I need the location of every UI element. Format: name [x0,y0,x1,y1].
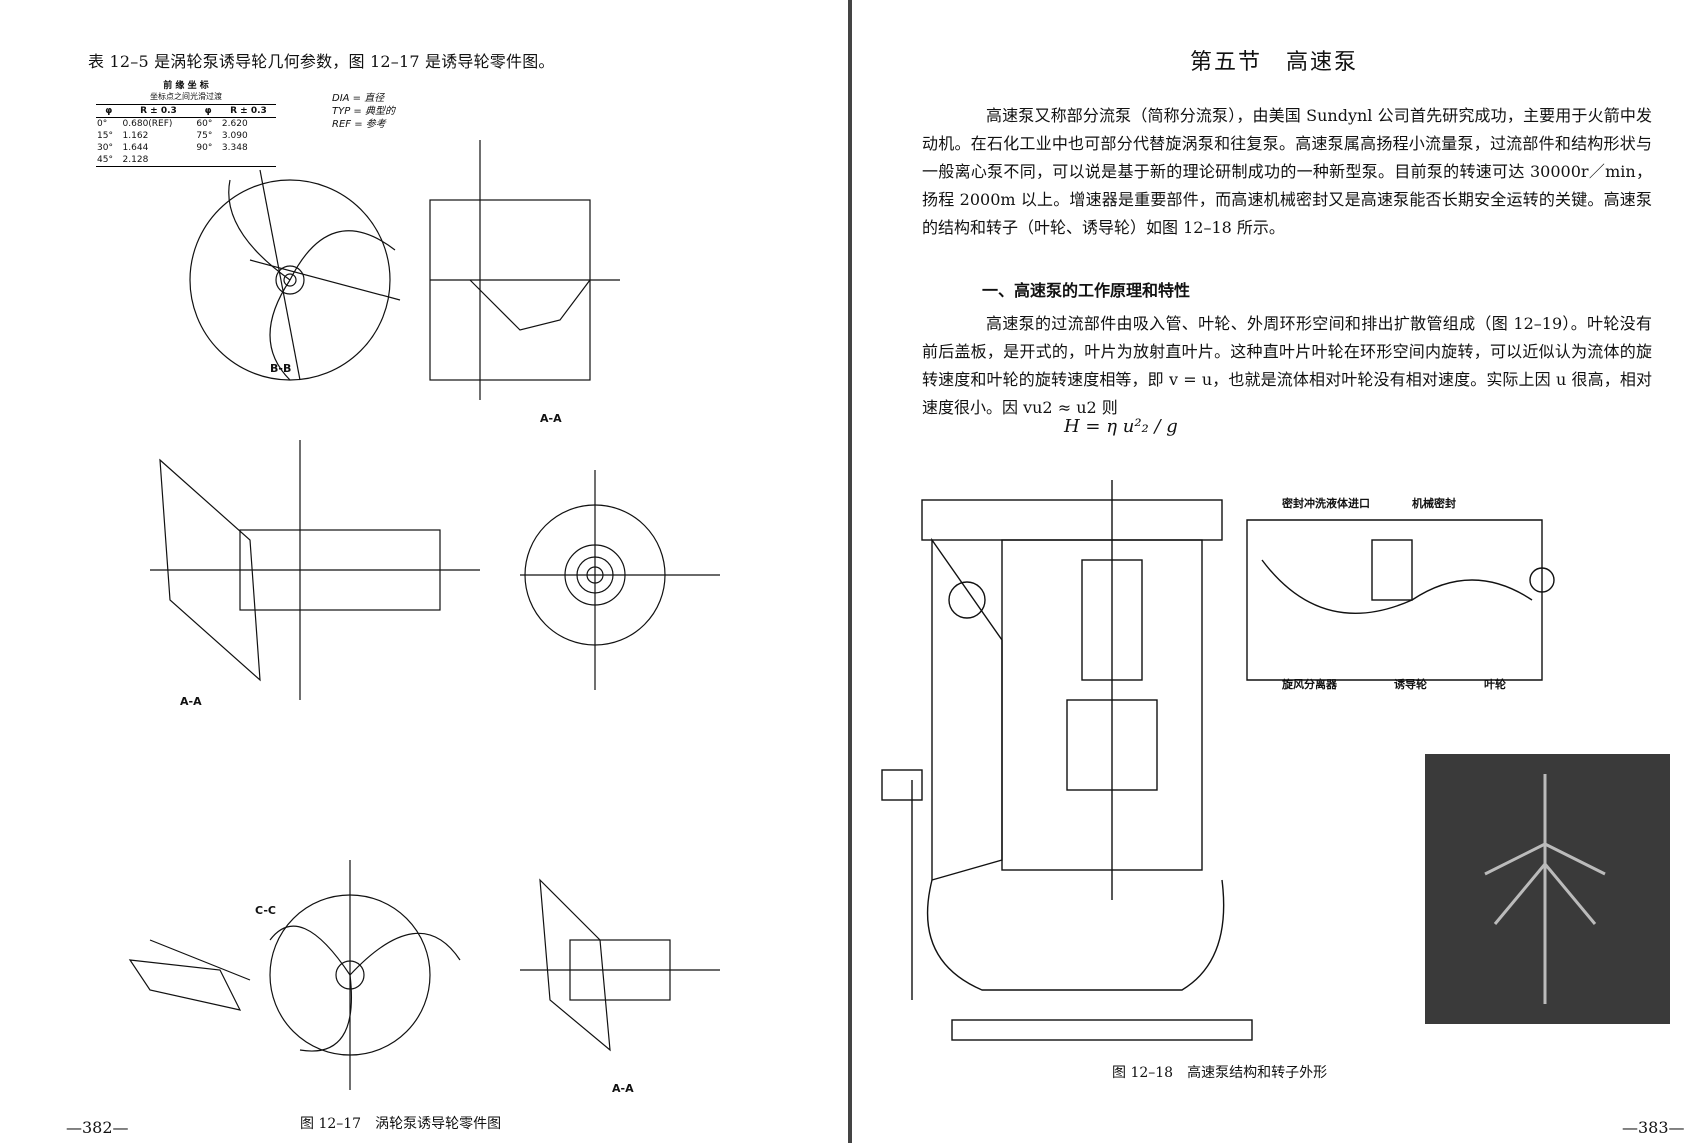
section-label: B-B [270,362,291,375]
table-cell: 2.620 [221,119,248,129]
page-number: —383— [1622,1118,1685,1137]
table-cell: 60° [196,119,213,129]
paragraph: 高速泵的过流部件由吸入管、叶轮、外周环形空间和排出扩散管组成（图 12–19）。… [922,314,1652,417]
inducer-section-middle [150,440,480,700]
right-page: 第五节 高速泵 高速泵又称部分流泵（简称分流泵），由美国 Sundynl 公司首… [852,0,1696,1143]
note: DIA = 直径 [332,93,385,104]
figure-caption: 图 12–17 涡轮泵诱导轮零件图 [300,1116,502,1132]
inducer-section-bottom [520,878,720,1052]
impeller-section [1246,519,1555,681]
table-cell: 90° [196,143,213,153]
note: TYP = 典型的 [332,106,395,117]
inducer-front-view-bottom [269,860,461,1090]
table-cell: 1.644 [122,143,149,153]
section-label: A-A [612,1082,634,1095]
inducer-front-view-middle [520,470,720,690]
rotor-photo [1425,754,1670,1024]
table-cell: 30° [97,143,113,153]
inducer-section-top [429,140,620,400]
table-cell: 1.162 [122,131,149,141]
table-row: 30° 1.644 90° 3.348 [96,142,276,154]
table-cell: 75° [196,131,213,141]
blade-detail-bottom-left [128,939,251,1011]
table-cell: 15° [97,131,113,141]
table-header: R ± 0.3 [140,106,177,116]
formula: H = η u²₂ / g [1064,416,1178,437]
table-title: 前 缘 坐 标 [163,81,209,91]
table-cell: 3.090 [221,131,248,141]
paragraph: 高速泵又称部分流泵（简称分流泵），由美国 Sundynl 公司首先研究成功，主要… [922,106,1652,237]
abbreviation-notes: DIA = 直径 TYP = 典型的 REF = 参考 [332,92,395,131]
section-title: 第五节 高速泵 [1189,50,1358,75]
page-number: —382— [66,1118,129,1137]
section-label: A-A [540,412,562,425]
figure-caption: 图 12–18 高速泵结构和转子外形 [1112,1065,1328,1081]
table-header: φ [204,106,212,116]
table-row: 0° 0.680(REF) 60° 2.620 [96,118,276,131]
table-cell: 0° [97,119,108,129]
figure-label: 密封冲洗液体进口 [1282,497,1370,510]
figure-label: 叶轮 [1484,678,1506,691]
left-page: 表 12–5 是涡轮泵诱导轮几何参数，图 12–17 是诱导轮零件图。 前 缘 … [66,52,720,1137]
table: φ R ± 0.3 φ R ± 0.3 0° 0.680(REF) 60° 2.… [96,104,276,167]
table-header: R ± 0.3 [230,106,267,116]
page-gutter [848,0,852,1143]
figure-label: 旋风分离器 [1282,678,1337,691]
coordinate-table: 前 缘 坐 标 坐标点之间光滑过渡 φ R ± 0.3 φ R ± 0.3 0°… [96,78,276,167]
table-header: φ [105,106,113,116]
table-row: 45° 2.128 [96,154,276,167]
table-cell: 0.680(REF) [122,119,173,129]
inducer-front-view-top [189,169,401,381]
section-label: C-C [255,904,276,917]
note: REF = 参考 [332,119,386,130]
table-row: 15° 1.162 75° 3.090 [96,130,276,142]
table-cell: 45° [97,155,113,165]
section-label: A-A [180,695,202,708]
pump-cross-section [881,480,1253,1041]
table-cell: 3.348 [221,143,248,153]
figure-label: 诱导轮 [1394,678,1427,691]
table-subtitle: 坐标点之间光滑过渡 [150,92,222,101]
subheading: 一、高速泵的工作原理和特性 [982,281,1191,300]
table-cell: 2.128 [122,155,149,165]
figure-label: 机械密封 [1412,497,1456,510]
intro-text: 表 12–5 是涡轮泵诱导轮几何参数，图 12–17 是诱导轮零件图。 [88,52,555,71]
